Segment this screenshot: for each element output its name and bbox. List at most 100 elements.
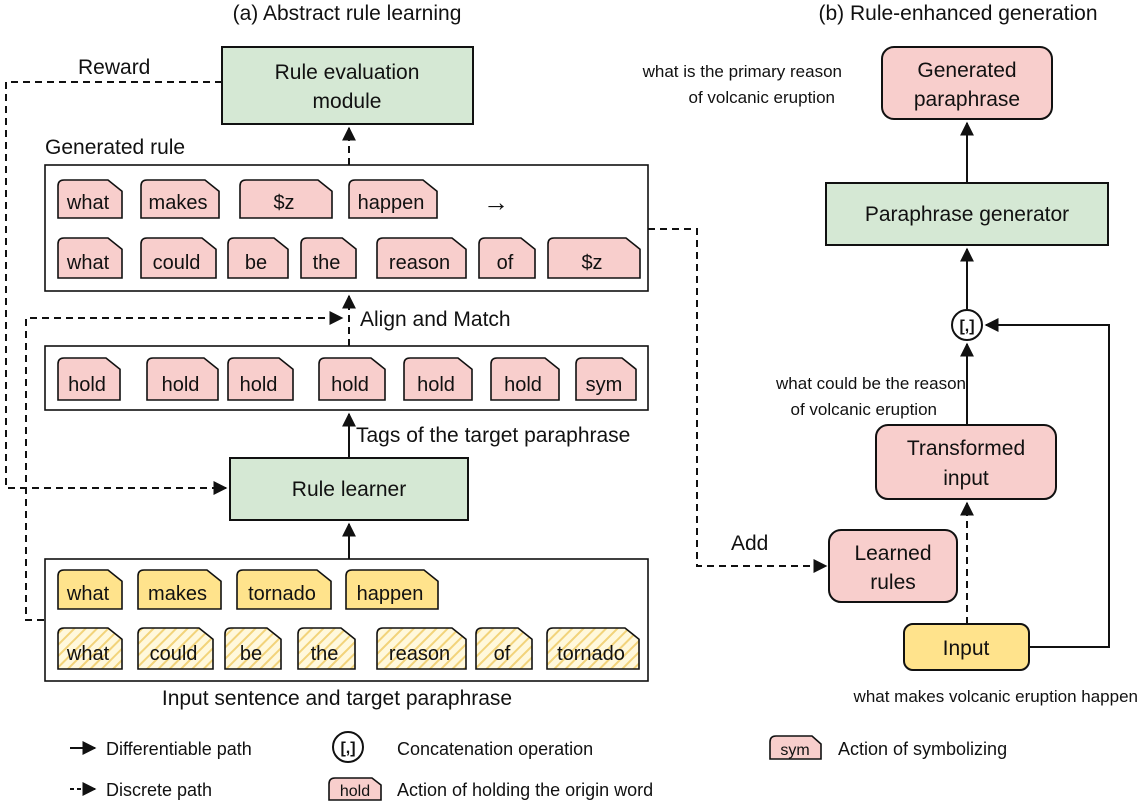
legend-concat-label: Concatenation operation: [397, 739, 593, 759]
concat-operator-circle: [951, 309, 983, 341]
rule-row2-word-1: could: [153, 252, 201, 274]
tags-row-tag-3: [318, 357, 386, 401]
input-row2-word-0: what: [66, 643, 110, 665]
legend-discrete-label: Discrete path: [106, 780, 212, 800]
rule-row2-word-2: be: [245, 252, 267, 274]
input-row2-word-5: of: [494, 643, 511, 665]
input-to-align-path: [25, 311, 344, 621]
tags-row-word-2: hold: [240, 374, 278, 396]
learned-rules-box: [828, 529, 958, 603]
input-row1-tag-3: [345, 569, 439, 610]
input-row2-word-1: could: [150, 643, 198, 665]
left-panel-title: (a) Abstract rule learning: [233, 2, 462, 25]
legend-sym-label: Action of symbolizing: [838, 739, 1007, 759]
tags-row-word-6: sym: [586, 374, 623, 396]
tags-row-tag-2: [227, 357, 294, 401]
input-row2-tag-2: [224, 627, 282, 670]
rule-row1-word-2: $z: [273, 192, 294, 214]
input-box-label: Input: [943, 637, 990, 660]
transformed-input-line2: input: [943, 467, 989, 490]
legend-hold-label: Action of holding the origin word: [397, 780, 653, 800]
tags-row-word-0: hold: [68, 374, 106, 396]
rule-learner-module: [229, 457, 469, 521]
input-row2-tag-5: [475, 627, 533, 670]
right-panel-title: (b) Rule-enhanced generation: [818, 2, 1097, 25]
transformed-annotation-line2: of volcanic eruption: [791, 400, 937, 419]
rule-row2-tag-4: [376, 237, 467, 279]
input-row2-word-6: tornado: [557, 643, 625, 665]
concat-operator-symbol: [,]: [959, 318, 974, 335]
rule-row2-tag-6: [547, 237, 641, 279]
add-label: Add: [731, 532, 768, 555]
input-row1-tag-1: [137, 569, 222, 610]
input-row1-tag-2: [236, 569, 332, 610]
tags-row-tag-0: [57, 357, 121, 401]
legend-sym-tag-text: sym: [780, 742, 809, 759]
rule-row2-tag-1: [140, 237, 217, 279]
rule-row1: what makes $z happen: [57, 179, 438, 219]
tags-row-word-1: hold: [162, 374, 200, 396]
input-row2-word-2: be: [240, 643, 262, 665]
input-row2-word-4: reason: [389, 643, 450, 665]
input-sentence-label: Input sentence and target paraphrase: [162, 687, 512, 710]
rule-row1-word-1: makes: [149, 192, 208, 214]
tags-row-tag-1: [146, 357, 219, 401]
transformed-input-line1: Transformed: [907, 437, 1025, 460]
rule-evaluation-label-line2: module: [313, 90, 382, 113]
input-row1-word-1: makes: [148, 583, 207, 605]
tags-row-word-3: hold: [331, 374, 369, 396]
rule-to-learned-path: [648, 228, 828, 573]
input-row2: what could be the reason of tornado: [57, 627, 640, 670]
tags-row-tag-4: [403, 357, 473, 401]
legend-concat-symbol: [,]: [340, 740, 355, 757]
legend-sym-tag: [769, 735, 822, 760]
rule-row1-word-0: what: [66, 192, 110, 214]
input-to-concat-path: [984, 318, 1110, 648]
transformed-annotation-line1: what could be the reason: [775, 374, 966, 393]
rule-row2-word-3: the: [313, 252, 341, 274]
input-row2-tag-1: [137, 627, 214, 670]
input-row2-tag-6: [546, 627, 640, 670]
paraphrase-generator-module: [825, 182, 1109, 246]
legend-hold-tag: [328, 777, 382, 801]
learned-rules-line2: rules: [870, 571, 916, 594]
rule-evaluation-module: [221, 46, 474, 125]
transformed-input-box: [875, 424, 1057, 500]
reward-label: Reward: [78, 56, 150, 79]
rule-row2-word-5: of: [497, 252, 514, 274]
input-annotation: what makes volcanic eruption happen: [853, 687, 1138, 706]
generated-paraphrase-box: [881, 46, 1053, 120]
rule-row1-tag-3: [348, 179, 438, 219]
reward-path: [5, 81, 228, 495]
generated-rule-label: Generated rule: [45, 136, 185, 159]
rule-row2-tag-5: [478, 237, 536, 279]
input-row1-word-0: what: [66, 583, 110, 605]
rule-row1-tag-2: [239, 179, 333, 219]
generated-annotation-line2: of volcanic eruption: [689, 88, 835, 107]
input-row2-word-3: the: [311, 643, 339, 665]
generated-paraphrase-line2: paraphrase: [914, 88, 1020, 111]
learned-rules-line1: Learned: [854, 542, 931, 565]
paraphrase-generator-label: Paraphrase generator: [865, 203, 1069, 226]
align-match-label: Align and Match: [360, 308, 511, 331]
rule-arrow-symbol: →: [483, 187, 509, 217]
legend-differentiable-label: Differentiable path: [106, 739, 252, 759]
tags-target-label: Tags of the target paraphrase: [356, 424, 630, 447]
rule-row2-tag-0: [57, 237, 123, 279]
rule-row2-tag-2: [227, 237, 289, 279]
rule-row2-word-0: what: [66, 252, 110, 274]
rule-row1-tag-1: [140, 179, 220, 219]
legend-concat-circle: [332, 731, 364, 763]
rule-row1-word-3: happen: [358, 192, 425, 214]
rule-row2-word-6: $z: [581, 252, 602, 274]
rule-row1-tag-0: [57, 179, 123, 219]
rule-evaluation-label-line1: Rule evaluation: [275, 61, 420, 84]
input-row2-tag-0: [57, 627, 123, 670]
rule-row2-tag-3: [300, 237, 357, 279]
input-row1-tag-0: [57, 569, 123, 610]
tags-row-word-5: hold: [504, 374, 542, 396]
